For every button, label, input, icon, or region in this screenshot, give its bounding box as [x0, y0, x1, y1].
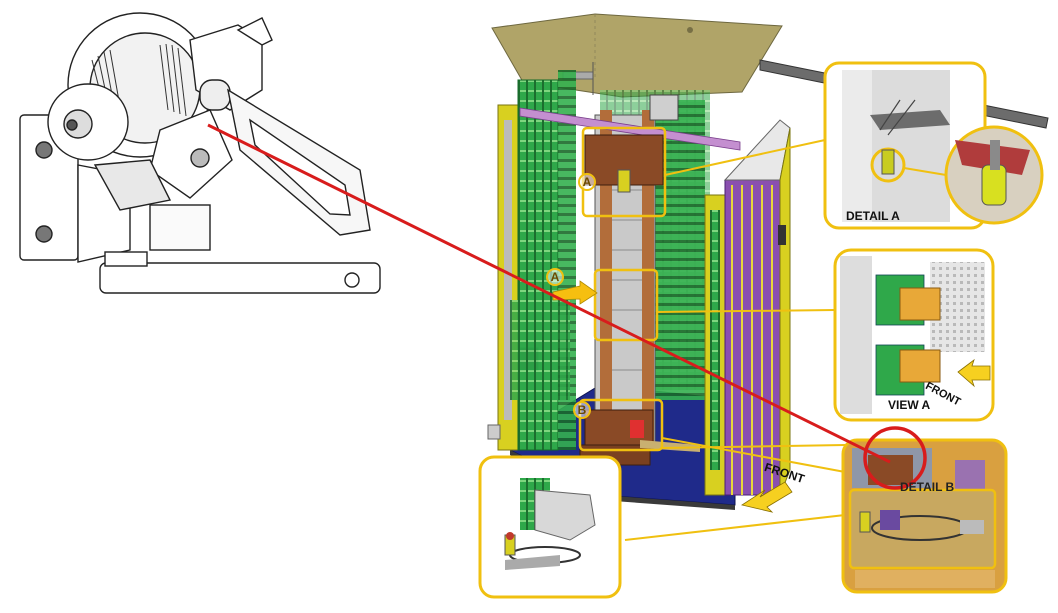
detail-b-label: DETAIL B	[900, 480, 955, 494]
detail-a-label: DETAIL A	[846, 209, 900, 223]
bottom-left-inset	[478, 455, 622, 599]
red-highlight-circle	[863, 426, 927, 490]
marker-a-top: A	[578, 173, 596, 191]
callout-box-detail-b	[578, 398, 664, 452]
view-a-inset	[833, 248, 995, 422]
pulley-mechanism-drawing	[19, 12, 381, 294]
callout-box-detail-a	[581, 126, 667, 218]
bolt	[35, 225, 53, 243]
callout-box-view-a	[593, 268, 659, 342]
marker-b: B	[573, 401, 591, 419]
base-rail	[99, 262, 381, 294]
bolt	[35, 141, 53, 159]
detail-b-inset	[841, 438, 1008, 594]
red-connector-line	[207, 123, 891, 464]
view-a-label: VIEW A	[888, 398, 931, 412]
detail-a-inset	[823, 61, 1044, 230]
marker-a-mid: A	[546, 268, 564, 286]
